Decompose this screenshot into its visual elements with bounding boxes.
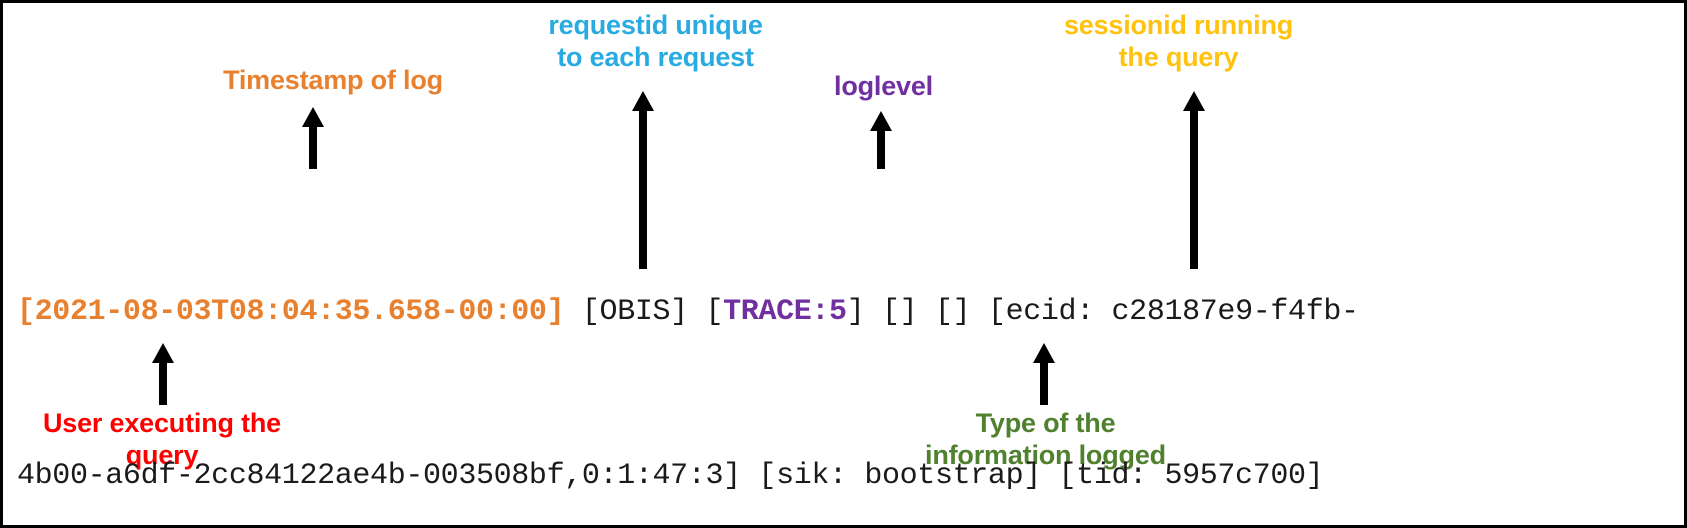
log-loglevel: TRACE:5 [723,295,847,329]
username-annotation-label: User executing the query [43,408,281,470]
requestid-arrow [630,91,656,269]
log-line1-obis: [OBIS] [ [564,295,724,329]
requestid-annotation-label: requestid unique to each request [548,10,763,72]
log-text-block: [2021-08-03T08:04:35.658-00:00] [OBIS] [… [17,169,1677,525]
sessionid-annotation-label: sessionid running the query [1063,10,1294,72]
log-line2-text: 4b00-a6df-2cc84122ae4b-003508bf,0:1:47:3… [17,459,1324,493]
logtype-arrow [1031,343,1057,405]
sessionid-arrow [1181,91,1207,269]
logtype-annotation-label: Type of the information logged [925,408,1166,470]
timestamp-arrow [300,107,326,169]
timestamp-annotation-label: Timestamp of log [223,65,443,95]
log-line-1: [2021-08-03T08:04:35.658-00:00] [OBIS] [… [17,292,1677,333]
log-line1-ecid: ] [] [] [ecid: c28187e9-f4fb- [846,295,1359,329]
log-line-2: 4b00-a6df-2cc84122ae4b-003508bf,0:1:47:3… [17,456,1677,497]
loglevel-arrow [868,111,894,169]
log-timestamp: [2021-08-03T08:04:35.658-00:00] [17,295,565,329]
username-arrow [150,343,176,405]
loglevel-annotation-label: loglevel [834,71,933,101]
